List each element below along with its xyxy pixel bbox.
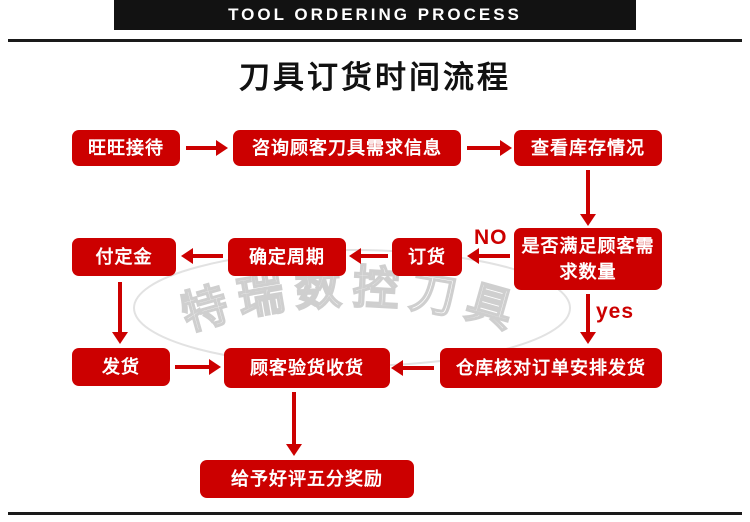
arrow-satisfy-to-order bbox=[467, 248, 510, 264]
edge-label-no: NO bbox=[474, 226, 508, 249]
arrow-order-to-cycle bbox=[349, 248, 388, 264]
node-order: 订货 bbox=[392, 238, 462, 276]
page-title: 刀具订货时间流程 bbox=[239, 60, 511, 95]
arrow-satisfy-to-warehouse bbox=[580, 294, 596, 344]
node-warehouse: 仓库核对订单安排发货 bbox=[440, 348, 662, 388]
arrow-ship-to-inspect bbox=[175, 359, 221, 375]
arrow-check-stock-to-satisfy bbox=[580, 170, 596, 226]
node-ship: 发货 bbox=[72, 348, 170, 386]
node-inquiry: 咨询顾客刀具需求信息 bbox=[233, 130, 461, 166]
node-praise: 给予好评五分奖励 bbox=[200, 460, 414, 498]
top-banner: TOOL ORDERING PROCESS bbox=[114, 0, 636, 30]
node-inspect: 顾客验货收货 bbox=[224, 348, 390, 388]
arrow-inspect-to-praise bbox=[286, 392, 302, 456]
node-check-stock: 查看库存情况 bbox=[514, 130, 662, 166]
arrow-deposit-to-ship bbox=[112, 282, 128, 344]
node-cycle: 确定周期 bbox=[228, 238, 346, 276]
arrow-cycle-to-deposit bbox=[181, 248, 223, 264]
edge-label-yes: yes bbox=[596, 300, 635, 323]
arrow-inquiry-to-check-stock bbox=[467, 140, 512, 156]
arrow-warehouse-to-inspect bbox=[391, 360, 434, 376]
arrow-reception-to-inquiry bbox=[186, 140, 228, 156]
node-reception: 旺旺接待 bbox=[72, 130, 180, 166]
node-satisfy: 是否满足顾客需求数量 bbox=[514, 228, 662, 290]
top-divider bbox=[8, 39, 742, 42]
bottom-divider bbox=[8, 512, 742, 515]
node-deposit: 付定金 bbox=[72, 238, 176, 276]
